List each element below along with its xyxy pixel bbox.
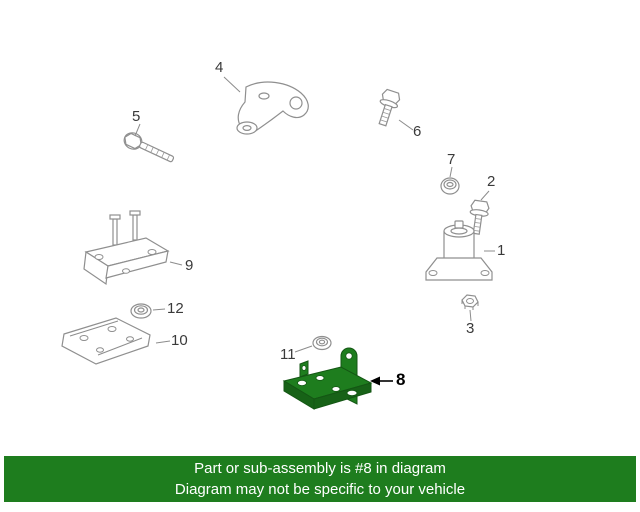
part-10-plate xyxy=(61,317,151,365)
part-12-grommet xyxy=(130,303,152,319)
callout-5: 5 xyxy=(132,108,141,125)
callout-1: 1 xyxy=(497,242,506,259)
callout-4: 4 xyxy=(215,59,224,76)
part-6-bolt xyxy=(378,88,401,127)
part-4-upper-bracket xyxy=(236,81,309,135)
part-9-bracket xyxy=(83,210,170,286)
banner-line-1: Part or sub-assembly is #8 in diagram xyxy=(194,460,446,477)
callout-2: 2 xyxy=(487,173,496,190)
part-7-grommet xyxy=(440,177,460,195)
part-8-highlighted-bracket xyxy=(282,347,373,410)
part-1-engine-mount xyxy=(425,220,493,281)
callout-leader-lines xyxy=(134,76,495,353)
notice-banner: Part or sub-assembly is #8 in diagram Di… xyxy=(4,456,636,502)
callout-6: 6 xyxy=(413,123,422,140)
callout-8-arrow-icon xyxy=(370,376,393,386)
part-5-bolt xyxy=(123,132,175,163)
callout-3: 3 xyxy=(466,320,475,337)
callout-11: 11 xyxy=(280,346,296,363)
callout-9: 9 xyxy=(185,257,194,274)
banner-line-2: Diagram may not be specific to your vehi… xyxy=(174,481,466,498)
part-3-nut xyxy=(461,294,479,310)
callout-7: 7 xyxy=(447,151,456,168)
callout-12: 12 xyxy=(167,300,184,317)
callout-8-highlighted: 8 xyxy=(396,370,406,389)
callout-10: 10 xyxy=(171,332,188,349)
part-11-grommet xyxy=(312,335,332,351)
part-2-bolt xyxy=(469,199,490,235)
